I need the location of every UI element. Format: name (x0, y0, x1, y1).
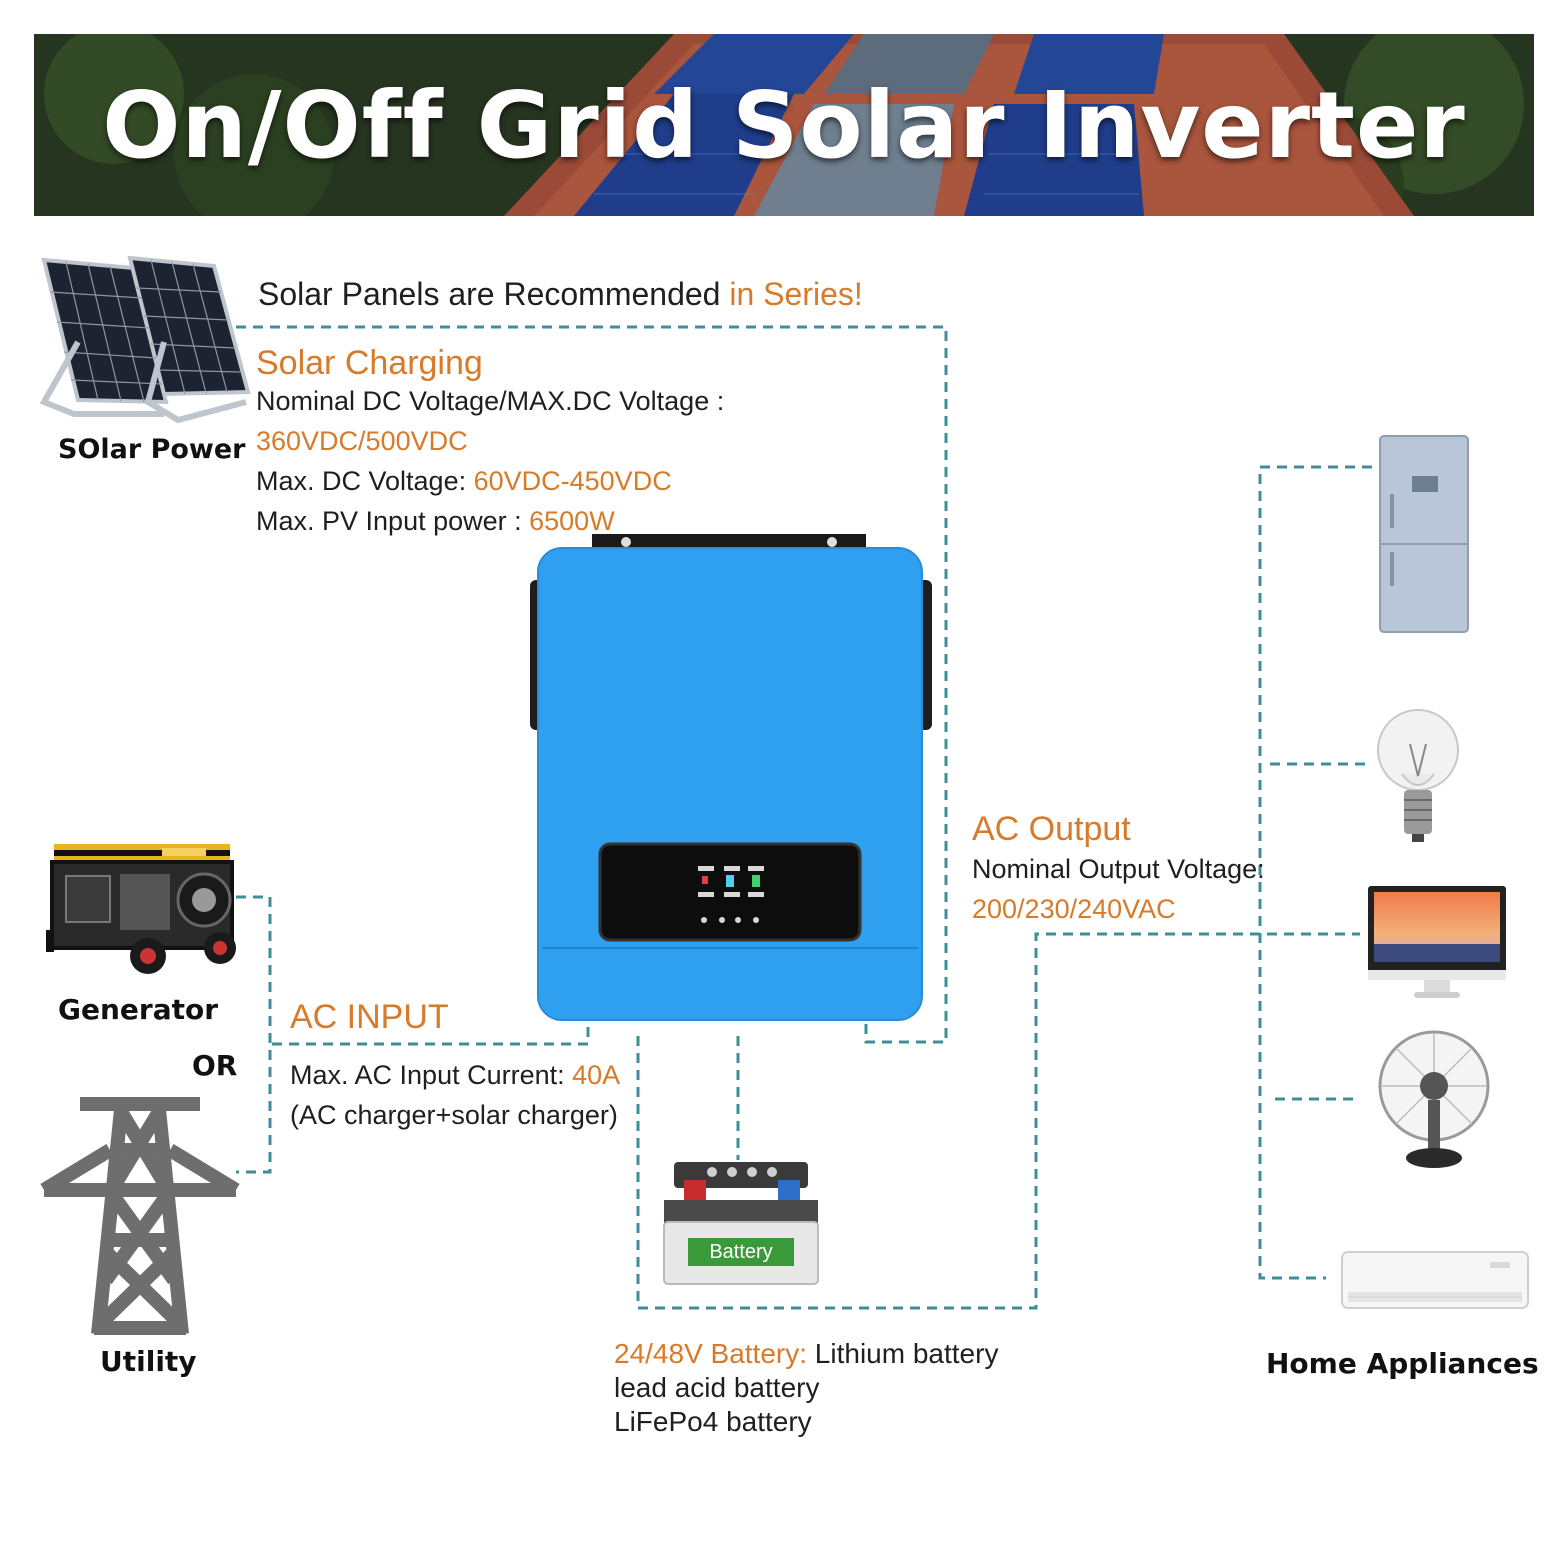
generator-icon (46, 844, 236, 974)
ac-output-voltage-value: 200/230/240VAC (972, 894, 1176, 924)
battery-badge: Battery (709, 1240, 773, 1263)
nominal-dc-value: 360VDC/500VDC (256, 426, 468, 456)
ac-output-heading: AC Output (972, 810, 1131, 848)
utility-tower-icon (40, 1097, 240, 1335)
max-dc-voltage: Max. DC Voltage: 60VDC-450VDC (256, 466, 672, 497)
nominal-dc-label: Nominal DC Voltage/MAX.DC Voltage : (256, 386, 725, 416)
generator-label: Generator (58, 993, 219, 1026)
battery-type-lifepo4: LiFePo4 battery (614, 1406, 812, 1437)
light-bulb-icon (1377, 709, 1459, 842)
battery-type-line-1: 24/48V Battery: Lithium battery (614, 1338, 998, 1370)
max-dc-value: 60VDC-450VDC (473, 466, 672, 496)
ac-input-current-value: 40A (572, 1060, 621, 1090)
solar-charging-heading: Solar Charging (256, 344, 483, 382)
utility-label: Utility (100, 1345, 197, 1378)
ac-input-current: Max. AC Input Current: 40A (290, 1060, 620, 1091)
battery-type-label: 24/48V Battery: (614, 1338, 815, 1369)
battery-body-icon (663, 1162, 819, 1285)
solar-power-label: SOlar Power (58, 434, 246, 465)
max-pv-power: Max. PV Input power : 6500W (256, 506, 615, 537)
header-banner: On/Off Grid Solar Inverter (34, 34, 1534, 216)
ac-output-voltage-label: Nominal Output Voltage: (972, 854, 1265, 884)
battery-type-lithium: Lithium battery (814, 1338, 999, 1369)
fan-icon (1378, 1030, 1490, 1168)
max-dc-label: Max. DC Voltage: (256, 466, 474, 496)
air-conditioner-icon (1341, 1251, 1529, 1309)
ac-input-current-label: Max. AC Input Current: (290, 1060, 573, 1090)
refrigerator-icon (1379, 435, 1469, 633)
series-highlight: in Series! (729, 276, 863, 312)
series-recommendation-text: Solar Panels are Recommended (258, 276, 730, 312)
ac-input-heading: AC INPUT (290, 998, 449, 1036)
solar-panels-icon (39, 255, 251, 424)
max-pv-label: Max. PV Input power : (256, 506, 530, 536)
page-title: On/Off Grid Solar Inverter (102, 71, 1466, 179)
or-label: OR (192, 1049, 238, 1082)
max-pv-value: 6500W (529, 506, 615, 536)
inverter-icon (530, 534, 932, 1021)
monitor-icon (1368, 886, 1506, 998)
series-recommendation: Solar Panels are Recommended in Series! (258, 276, 863, 313)
ac-input-note: (AC charger+solar charger) (290, 1100, 618, 1130)
battery-type-lead-acid: lead acid battery (614, 1372, 820, 1403)
roof-solar-photo (34, 34, 1534, 216)
home-appliances-label: Home Appliances (1266, 1347, 1539, 1380)
battery-icon: Battery (660, 1160, 822, 1288)
